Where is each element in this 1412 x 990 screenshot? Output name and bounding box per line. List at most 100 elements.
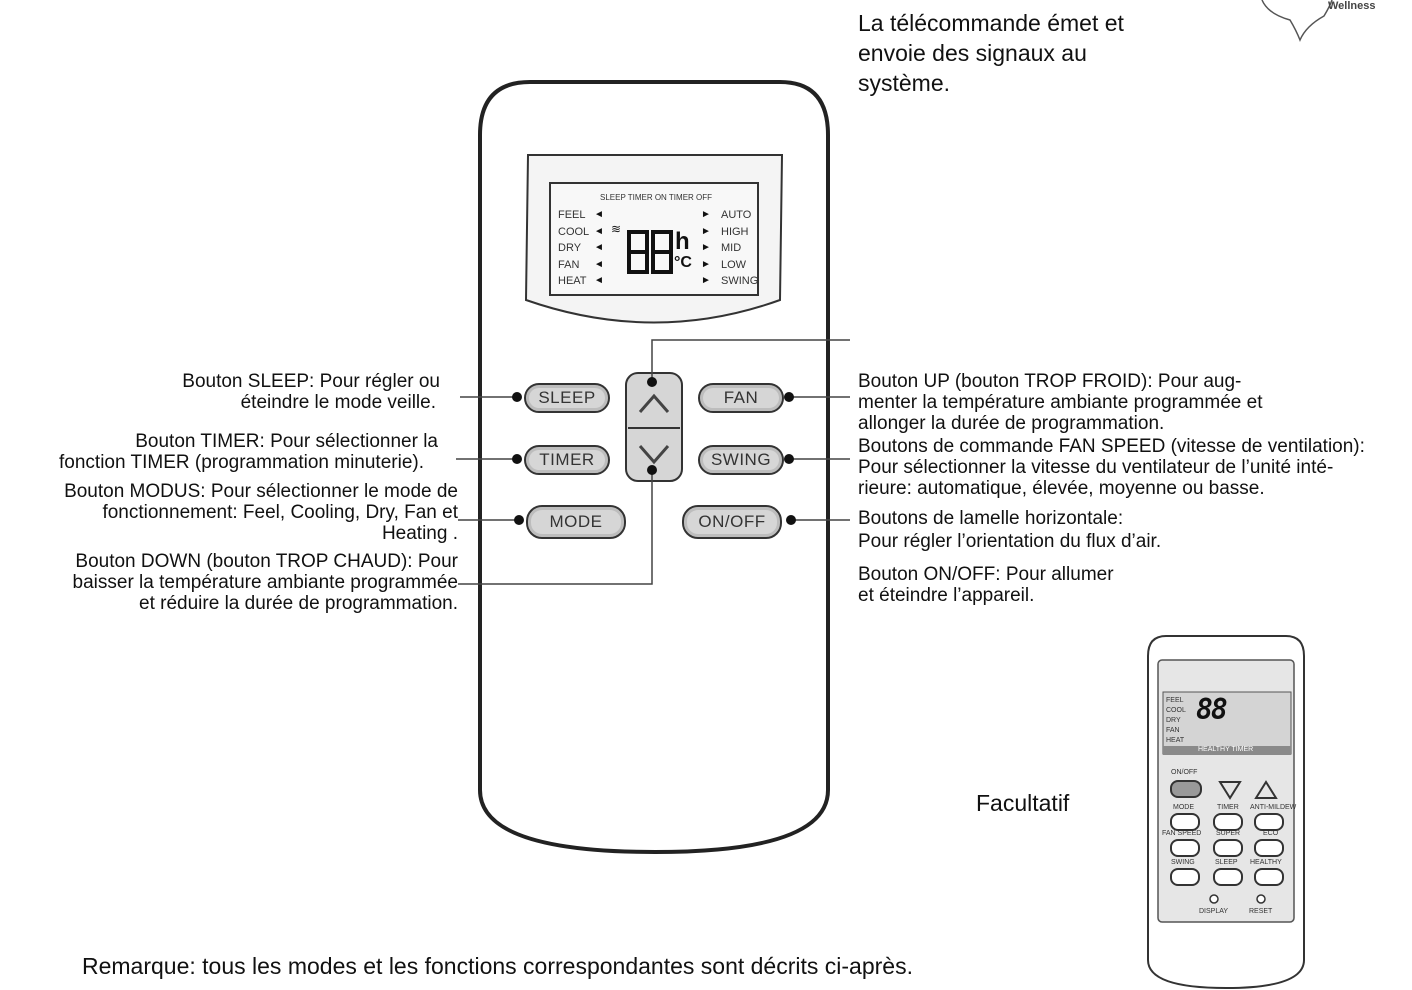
onoff-desc-line-2: et éteindre l’appareil. — [858, 585, 1035, 606]
opt-healthy-button[interactable] — [1254, 868, 1284, 886]
fan-desc-line-3: rieure: automatique, élevée, moyenne ou … — [858, 478, 1265, 499]
logo-text: Wellness — [1328, 0, 1376, 12]
opt-lcd-left-0: FEEL — [1166, 697, 1184, 704]
reset-button[interactable] — [1256, 894, 1266, 904]
opt-antimildew-button[interactable] — [1254, 813, 1284, 831]
lcd-digits — [627, 230, 673, 274]
optional-triangles — [1218, 780, 1278, 800]
swing-description: Boutons de lamelle horizontale: Pour rég… — [858, 507, 1161, 553]
lcd-top-labels: SLEEP TIMER ON TIMER OFF — [600, 193, 713, 202]
footer-note: Remarque: tous les modes et les fonction… — [82, 953, 913, 979]
swing-desc-line-1: Boutons de lamelle horizontale: — [858, 508, 1124, 529]
lcd-right-0: AUTO — [721, 209, 752, 221]
opt-fanspeed-button[interactable] — [1170, 839, 1200, 857]
timer-desc-line-1: Bouton TIMER: Pour sélectionner la — [135, 431, 438, 452]
opt-eco-label: ECO — [1263, 830, 1279, 837]
up-arrow-icon — [638, 393, 670, 413]
mode-desc-line-2: fonctionnement: Feel, Cooling, Dry, Fan … — [102, 502, 458, 523]
mode-desc-line-3: Heating . — [381, 523, 458, 544]
optional-onoff-button[interactable] — [1170, 780, 1202, 798]
opt-super-button[interactable] — [1213, 839, 1243, 857]
header-line-3: système. — [858, 70, 951, 96]
mode-button[interactable]: MODE — [526, 505, 626, 539]
opt-eco-button[interactable] — [1254, 839, 1284, 857]
optional-lcd-digits: 88 — [1196, 693, 1228, 726]
logo-leaf-icon — [1261, 0, 1333, 42]
sleep-desc-line-1: Bouton SLEEP: Pour régler ou — [182, 371, 440, 392]
mode-description: Bouton MODUS: Pour sélectionner le mode … — [0, 481, 458, 544]
opt-swing-label: SWING — [1171, 859, 1195, 866]
onoff-description: Bouton ON/OFF: Pour allumer et éteindre … — [858, 564, 1114, 606]
optional-label: Facultatif — [976, 790, 1070, 816]
lcd-left-1: COOL — [558, 225, 590, 238]
up-desc-line-3: allonger la durée de programmation. — [858, 413, 1165, 434]
opt-sleep-button[interactable] — [1213, 868, 1243, 886]
display-button[interactable] — [1209, 894, 1219, 904]
lcd-left-arrows: ◄◄◄◄◄ — [594, 209, 604, 286]
opt-timer-button[interactable] — [1213, 813, 1243, 831]
mode-desc-line-1: Bouton MODUS: Pour sélectionner le mode … — [64, 481, 458, 502]
header-text: La télécommande émet et envoie des signa… — [858, 8, 1124, 98]
fan-desc-line-2: Pour sélectionner la vitesse du ventilat… — [858, 457, 1334, 478]
down-arrow-icon — [638, 445, 670, 465]
lcd-left-0: FEEL — [558, 209, 586, 221]
lcd-right-arrows: ►►►►► — [701, 209, 711, 286]
lcd-left-labels: FEEL COOL DRY FAN HEAT — [558, 207, 589, 290]
opt-reset-label: RESET — [1249, 908, 1273, 915]
leader-dots — [512, 377, 796, 525]
lcd-right-3: LOW — [721, 258, 747, 271]
sleep-button[interactable]: SLEEP — [524, 383, 610, 413]
fan-desc-line-1: Boutons de commande FAN SPEED (vitesse d… — [858, 436, 1365, 457]
opt-timer-label: TIMER — [1217, 804, 1239, 811]
down-description: Bouton DOWN (bouton TROP CHAUD): Pour ba… — [0, 551, 458, 614]
swing-button[interactable]: SWING — [698, 445, 784, 475]
opt-antimildew-label: ANTI-MILDEW — [1250, 804, 1297, 811]
fan-description: Boutons de commande FAN SPEED (vitesse d… — [858, 436, 1365, 499]
lcd-right-1: HIGH — [721, 225, 749, 238]
opt-lcd-left-4: HEAT — [1166, 737, 1185, 744]
sleep-desc-line-2: éteindre le mode veille. — [240, 392, 436, 413]
down-button[interactable] — [626, 429, 682, 481]
lcd-right-labels: AUTO HIGH MID LOW SWING — [721, 207, 758, 290]
up-description: Bouton UP (bouton TROP FROID): Pour aug-… — [858, 371, 1262, 434]
leader-lines — [456, 339, 850, 585]
fan-button[interactable]: FAN — [698, 383, 784, 413]
opt-lcd-left-1: COOL — [1166, 707, 1186, 714]
down-desc-line-2: baisser la température ambiante programm… — [72, 572, 458, 593]
optional-lcd — [1162, 691, 1292, 755]
opt-swing-button[interactable] — [1170, 868, 1200, 886]
optional-onoff-label: ON/OFF — [1171, 769, 1198, 776]
swing-desc-line-2: Pour régler l’orientation du flux d’air. — [858, 531, 1162, 552]
opt-lcd-left-3: FAN — [1166, 727, 1180, 734]
opt-fanspeed-label: FAN SPEED — [1162, 830, 1202, 837]
lcd-left-3: FAN — [558, 258, 580, 271]
opt-super-label: SUPER — [1216, 830, 1241, 837]
opt-healthy-label: HEALTHY — [1250, 859, 1282, 866]
lcd-left-2: DRY — [558, 242, 582, 254]
lcd-right-4: SWING — [721, 275, 759, 287]
up-button[interactable] — [626, 373, 682, 427]
opt-display-label: DISPLAY — [1199, 908, 1229, 915]
lcd-left-4: HEAT — [558, 275, 587, 287]
timer-desc-line-2: fonction TIMER (programmation minuterie)… — [59, 452, 424, 473]
timer-description: Bouton TIMER: Pour sélectionner la fonct… — [0, 431, 438, 473]
opt-sleep-label: SLEEP — [1215, 859, 1238, 866]
lcd-unit-h: h — [675, 228, 690, 255]
optional-lcd-bottom: HEALTHY TIMER — [1198, 746, 1254, 753]
lcd-unit-c: °C — [674, 254, 692, 271]
wifi-icon: ≋ — [611, 222, 622, 236]
onoff-desc-line-1: Bouton ON/OFF: Pour allumer — [858, 564, 1114, 585]
up-desc-line-1: Bouton UP (bouton TROP FROID): Pour aug- — [858, 371, 1242, 392]
down-desc-line-1: Bouton DOWN (bouton TROP CHAUD): Pour — [75, 551, 458, 572]
sleep-description: Bouton SLEEP: Pour régler ou éteindre le… — [100, 371, 440, 413]
onoff-button[interactable]: ON/OFF — [682, 505, 782, 539]
header-line-1: La télécommande émet et — [858, 10, 1124, 36]
opt-mode-label: MODE — [1173, 804, 1194, 811]
opt-lcd-left-2: DRY — [1166, 717, 1181, 724]
header-line-2: envoie des signaux au — [858, 40, 1087, 66]
down-desc-line-3: et réduire la durée de programmation. — [139, 593, 458, 614]
optional-lcd-left-labels: FEEL COOL DRY FAN HEAT — [1166, 696, 1186, 746]
up-desc-line-2: menter la température ambiante programmé… — [858, 392, 1263, 413]
timer-button[interactable]: TIMER — [524, 445, 610, 475]
opt-mode-button[interactable] — [1170, 813, 1200, 831]
